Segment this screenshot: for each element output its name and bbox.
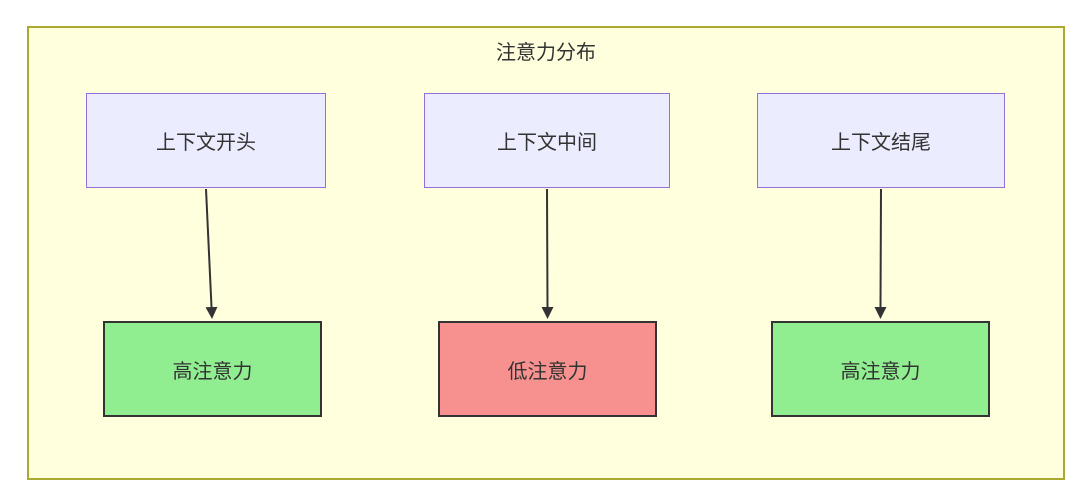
node-high-attention-right-label: 高注意力 (840, 360, 921, 383)
node-context-middle: 上下文中间 (424, 93, 670, 188)
node-high-attention-left-label: 高注意力 (172, 360, 253, 383)
node-low-attention-middle: 低注意力 (438, 321, 657, 417)
node-context-start: 上下文开头 (86, 93, 326, 188)
diagram-title: 注意力分布 (496, 42, 596, 64)
node-high-attention-left: 高注意力 (103, 321, 322, 417)
node-context-middle-label: 上下文中间 (497, 132, 597, 154)
node-context-start-label: 上下文开头 (156, 132, 256, 154)
node-high-attention-right: 高注意力 (771, 321, 990, 417)
node-context-end: 上下文结尾 (757, 93, 1005, 188)
node-low-attention-middle-label: 低注意力 (507, 360, 588, 383)
node-context-end-label: 上下文结尾 (831, 132, 931, 154)
